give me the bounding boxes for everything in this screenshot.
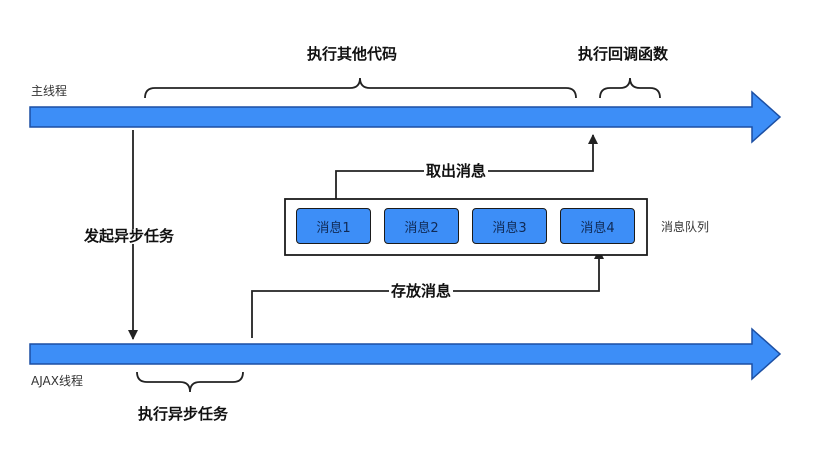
- store-message-label: 存放消息: [389, 282, 454, 300]
- execute-callback-label: 执行回调函数: [576, 45, 671, 63]
- ajax-thread-arrow: [29, 327, 782, 381]
- execute-async-task-label: 执行异步任务: [136, 405, 231, 423]
- execute-other-code-label: 执行其他代码: [305, 45, 400, 63]
- brace-execute-callback: [599, 77, 661, 99]
- message-item-2: 消息2: [384, 208, 459, 244]
- main-thread-label: 主线程: [31, 84, 68, 98]
- message-queue-label: 消息队列: [661, 220, 710, 234]
- message-item-3: 消息3: [472, 208, 547, 244]
- main-thread-arrow: [29, 90, 782, 144]
- ajax-thread-label: AJAX线程: [31, 374, 83, 388]
- start-async-task-label: 发起异步任务: [82, 227, 177, 245]
- brace-execute-other-code: [144, 77, 577, 99]
- message-item-1: 消息1: [296, 208, 371, 244]
- brace-execute-async-task: [136, 371, 244, 393]
- take-message-label: 取出消息: [424, 162, 489, 180]
- message-item-4: 消息4: [560, 208, 635, 244]
